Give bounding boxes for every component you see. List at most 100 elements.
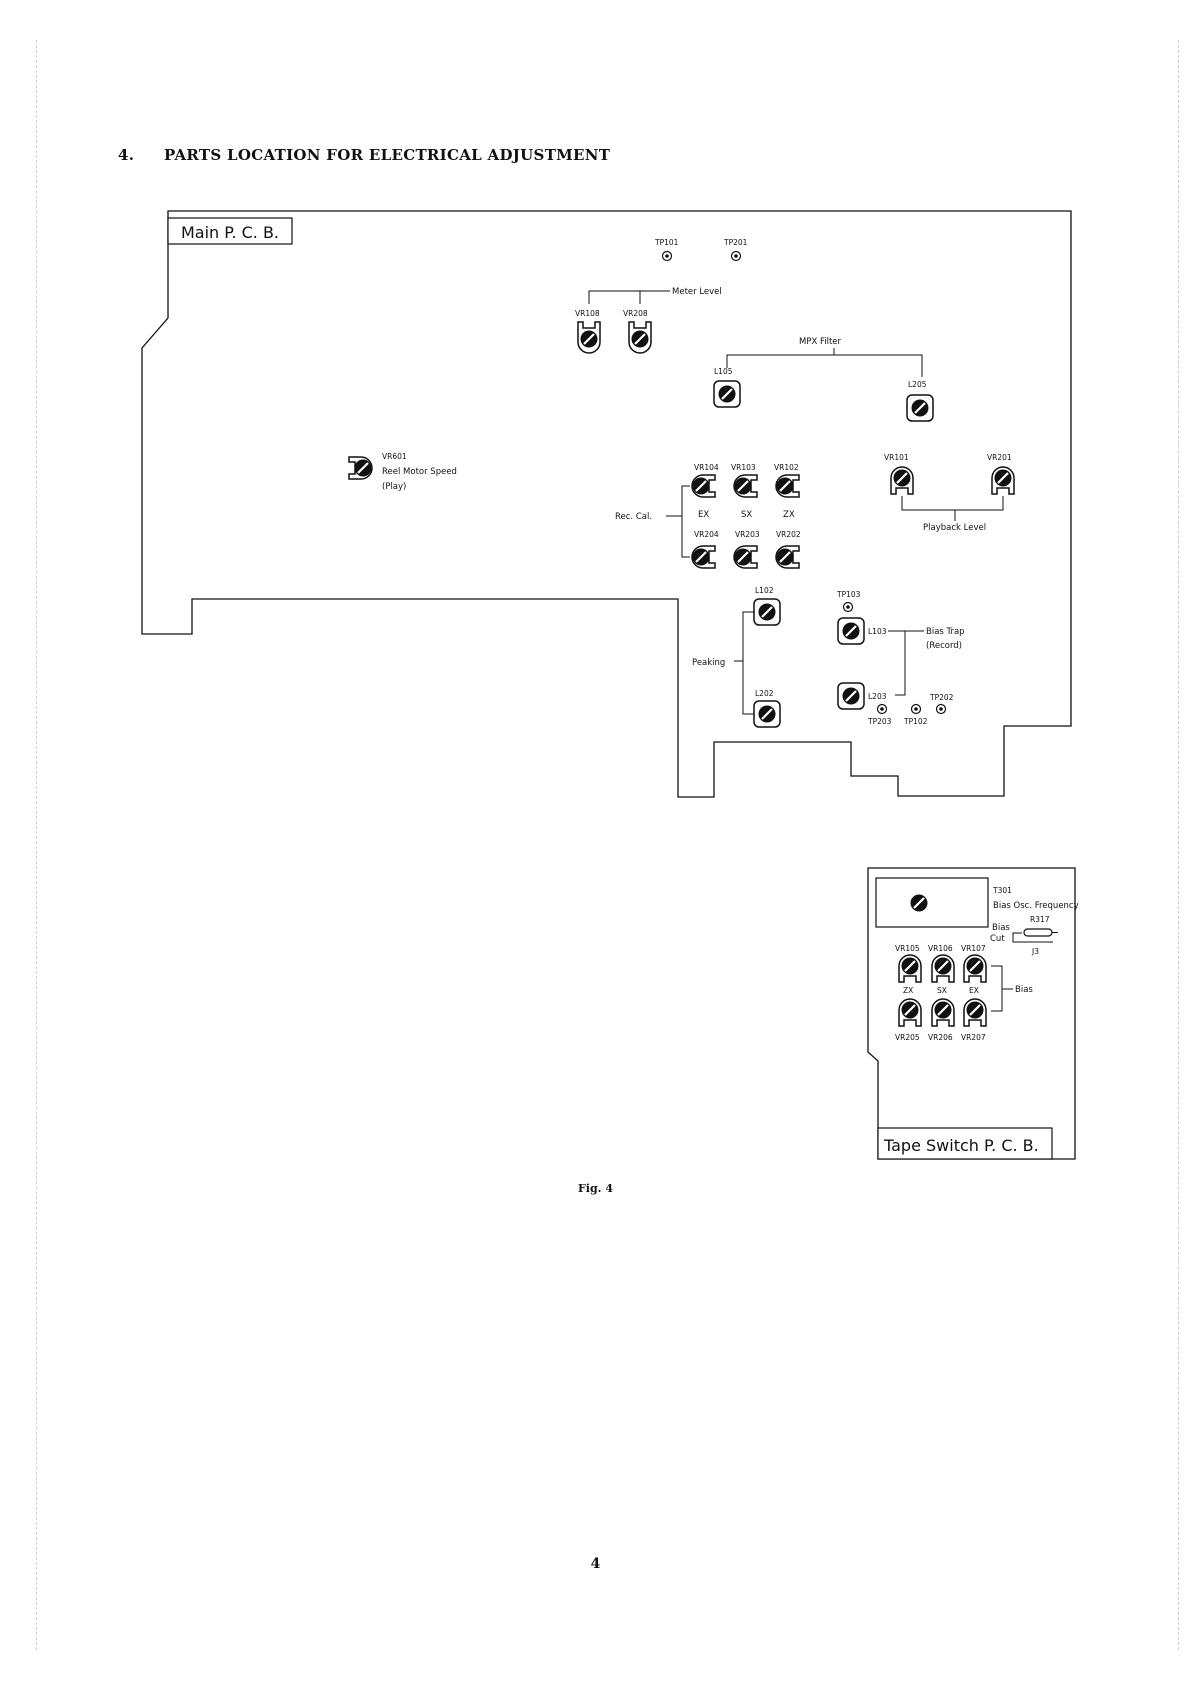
vr206-label: VR206 <box>928 1033 953 1042</box>
bias-trap-group: TP103 L103 Bias Trap (Record) L203 TP202… <box>836 590 965 726</box>
l103-coil <box>838 618 864 644</box>
bias-mode-zx: ZX <box>903 986 913 995</box>
t301-label: T301 <box>992 886 1012 895</box>
vr101-trimmer <box>891 467 913 494</box>
vr601-label: VR601 <box>382 452 407 461</box>
vr204-label: VR204 <box>694 530 719 539</box>
reel-motor-line1: Reel Motor Speed <box>382 467 457 477</box>
peaking-label: Peaking <box>692 658 725 668</box>
bias-cut-line2: Cut <box>990 934 1005 944</box>
vr106-trimmer <box>932 955 954 982</box>
bias-osc-frequency-label: Bias Osc. Frequency <box>993 901 1079 911</box>
page-edge-right <box>1178 40 1180 1650</box>
tp103-label: TP103 <box>836 590 861 599</box>
rec-cal-mode-zx: ZX <box>783 510 795 520</box>
meter-level-group: Meter Level VR108 VR208 <box>575 287 722 353</box>
vr601-trimmer <box>349 457 372 479</box>
vr108-label: VR108 <box>575 309 600 318</box>
tp201-label: TP201 <box>723 238 748 247</box>
playback-level-label: Playback Level <box>923 523 986 533</box>
vr102-trimmer <box>776 475 799 497</box>
vr207-label: VR207 <box>961 1033 986 1042</box>
vr203-label: VR203 <box>735 530 760 539</box>
l103-label: L103 <box>868 627 887 636</box>
section-heading: 4.PARTS LOCATION FOR ELECTRICAL ADJUSTME… <box>118 146 610 164</box>
tp102-point <box>910 703 922 715</box>
bias-mode-sx: SX <box>937 986 947 995</box>
vr108-trimmer <box>578 322 600 353</box>
l105-coil <box>714 381 740 407</box>
l205-coil <box>907 395 933 421</box>
r317-label: R317 <box>1030 915 1050 924</box>
j3-label: J3 <box>1031 947 1039 956</box>
rec-cal-label: Rec. Cal. <box>615 512 652 522</box>
l102-coil <box>754 599 780 625</box>
meter-level-label: Meter Level <box>672 287 722 297</box>
l203-label: L203 <box>868 692 887 701</box>
vr205-trimmer <box>899 999 921 1026</box>
tp202-point <box>935 703 947 715</box>
page-number: 4 <box>590 1556 601 1572</box>
rec-cal-group: VR104 VR103 VR102 EX SX ZX VR204 VR203 V… <box>615 463 801 568</box>
mpx-filter-label: MPX Filter <box>799 337 842 347</box>
tp202-label: TP202 <box>929 693 954 702</box>
rec-cal-mode-sx: SX <box>741 510 752 520</box>
oscillator-box <box>875 877 989 928</box>
vr107-label: VR107 <box>961 944 986 953</box>
main-pcb-label: Main P. C. B. <box>181 223 279 242</box>
vr103-trimmer <box>734 475 757 497</box>
bias-label: Bias <box>1015 985 1033 995</box>
l203-coil <box>838 683 864 709</box>
tp101: TP101 <box>654 238 679 262</box>
tp103-point <box>842 601 854 613</box>
tape-switch-pcb-label: Tape Switch P. C. B. <box>883 1136 1039 1155</box>
bias-mode-ex: EX <box>969 986 979 995</box>
l202-label: L202 <box>755 689 774 698</box>
vr203-trimmer <box>734 546 757 568</box>
vr105-trimmer <box>899 955 921 982</box>
main-pcb-label-box <box>167 217 293 245</box>
vr207-trimmer <box>964 999 986 1026</box>
vr208-trimmer <box>629 322 651 353</box>
vr205-label: VR205 <box>895 1033 920 1042</box>
vr101-label: VR101 <box>884 453 909 462</box>
tp102-label: TP102 <box>903 717 928 726</box>
l202-coil <box>754 701 780 727</box>
tp203-point <box>876 703 888 715</box>
r317-jumper <box>1012 928 1058 943</box>
l205-label: L205 <box>908 380 927 389</box>
l102-label: L102 <box>755 586 774 595</box>
vr103-label: VR103 <box>731 463 756 472</box>
tp101-label: TP101 <box>654 238 679 247</box>
vr202-trimmer <box>776 546 799 568</box>
section-number: 4. <box>118 146 135 164</box>
vr201-trimmer <box>992 467 1014 494</box>
tp201: TP201 <box>723 238 748 262</box>
bias-trap-line2: (Record) <box>926 641 962 651</box>
vr102-label: VR102 <box>774 463 799 472</box>
tp203-label: TP203 <box>867 717 892 726</box>
l105-label: L105 <box>714 367 733 376</box>
vr106-label: VR106 <box>928 944 953 953</box>
mpx-filter-group: MPX Filter L105 L205 <box>714 337 933 421</box>
playback-level-group: VR101 VR201 Playback Level <box>884 453 1014 533</box>
figure-caption: Fig. 4 <box>578 1182 613 1195</box>
reel-motor-group: VR601 Reel Motor Speed (Play) <box>349 452 457 492</box>
reel-motor-line2: (Play) <box>382 482 406 492</box>
vr201-label: VR201 <box>987 453 1012 462</box>
rec-cal-mode-ex: EX <box>698 510 709 520</box>
bias-trap-line1: Bias Trap <box>926 627 965 637</box>
vr204-trimmer <box>692 546 715 568</box>
main-pcb: Main P. C. B. TP101 TP201 Meter Level VR… <box>141 210 1072 798</box>
vr105-label: VR105 <box>895 944 920 953</box>
vr107-trimmer <box>964 955 986 982</box>
vr208-label: VR208 <box>623 309 648 318</box>
vr104-trimmer <box>692 475 715 497</box>
tape-switch-pcb-label-box <box>877 1127 1053 1160</box>
peaking-group: L102 L202 Peaking <box>692 586 780 727</box>
tape-switch-pcb: T301 Bias Osc. Frequency Bias Cut R317 J… <box>867 867 1079 1160</box>
vr202-label: VR202 <box>776 530 801 539</box>
t301-pot <box>909 893 929 913</box>
